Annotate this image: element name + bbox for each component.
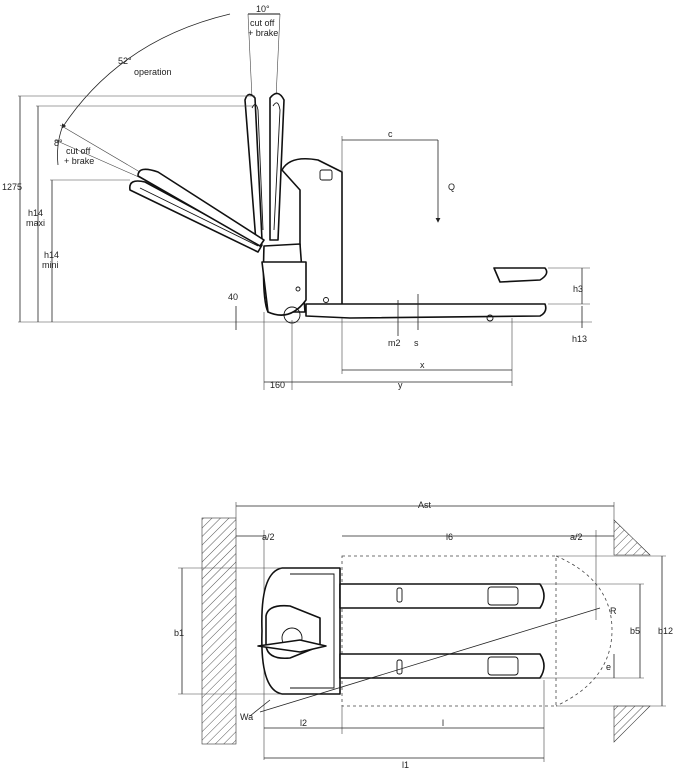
label-R: R: [610, 606, 617, 616]
label-l2: l2: [300, 718, 307, 728]
side-view-labels: 10° cut off + brake 52° operation 8° cut…: [2, 4, 587, 390]
label-h14-mini-2: mini: [42, 260, 59, 270]
label-angle-10: 10°: [256, 4, 270, 14]
side-view: [18, 13, 592, 390]
tiller-lowered: [128, 168, 265, 253]
tiller-upright: [244, 92, 285, 243]
turn-radius-arc: [555, 555, 613, 707]
label-Ast: Ast: [418, 500, 432, 510]
label-h13: h13: [572, 334, 587, 344]
label-h3: h3: [573, 284, 583, 294]
label-b5: b5: [630, 626, 640, 636]
fork-bottom: [339, 653, 545, 679]
label-e: e: [606, 662, 611, 672]
label-b1: b1: [174, 628, 184, 638]
truck-body-side: [261, 157, 548, 324]
label-cutoff-left-1: cut off: [66, 146, 91, 156]
label-m2: m2: [388, 338, 401, 348]
label-y: y: [398, 380, 403, 390]
label-l1: l1: [402, 760, 409, 770]
label-h14-maxi-2: maxi: [26, 218, 45, 228]
label-operation: operation: [134, 67, 172, 77]
label-b12: b12: [658, 626, 673, 636]
label-h14-mini-1: h14: [44, 250, 59, 260]
angle-8-arc: [57, 127, 63, 166]
label-Q: Q: [448, 182, 455, 192]
label-1275: 1275: [2, 182, 22, 192]
right-wall-bottom: [613, 705, 651, 743]
dim-R: [259, 607, 601, 713]
label-h14-maxi-1: h14: [28, 208, 43, 218]
top-view-labels: Ast a/2 a/2 l6 R b1 b5 b12 e Wa l2 l l1: [174, 500, 673, 770]
label-a2-right: a/2: [570, 532, 583, 542]
label-40: 40: [228, 292, 238, 302]
label-160: 160: [270, 380, 285, 390]
label-s: s: [414, 338, 419, 348]
fork-top: [339, 583, 545, 609]
angle-52-arc: [61, 13, 231, 129]
label-l: l: [442, 718, 444, 728]
dim-Wa: [249, 699, 271, 717]
left-wall: [201, 517, 237, 745]
label-cutoff-top-2: + brake: [248, 28, 278, 38]
label-c: c: [388, 129, 393, 139]
label-Wa: Wa: [240, 712, 253, 722]
label-cutoff-left-2: + brake: [64, 156, 94, 166]
truck-body-top: [257, 567, 545, 695]
top-view: [178, 502, 666, 762]
label-x: x: [420, 360, 425, 370]
label-cutoff-top-1: cut off: [250, 18, 275, 28]
pallet-outline: [341, 555, 557, 707]
label-angle-8: 8°: [54, 138, 63, 148]
label-angle-52: 52°: [118, 56, 132, 66]
right-wall-top: [613, 519, 651, 556]
label-l6: l6: [446, 532, 453, 542]
label-a2-left: a/2: [262, 532, 275, 542]
